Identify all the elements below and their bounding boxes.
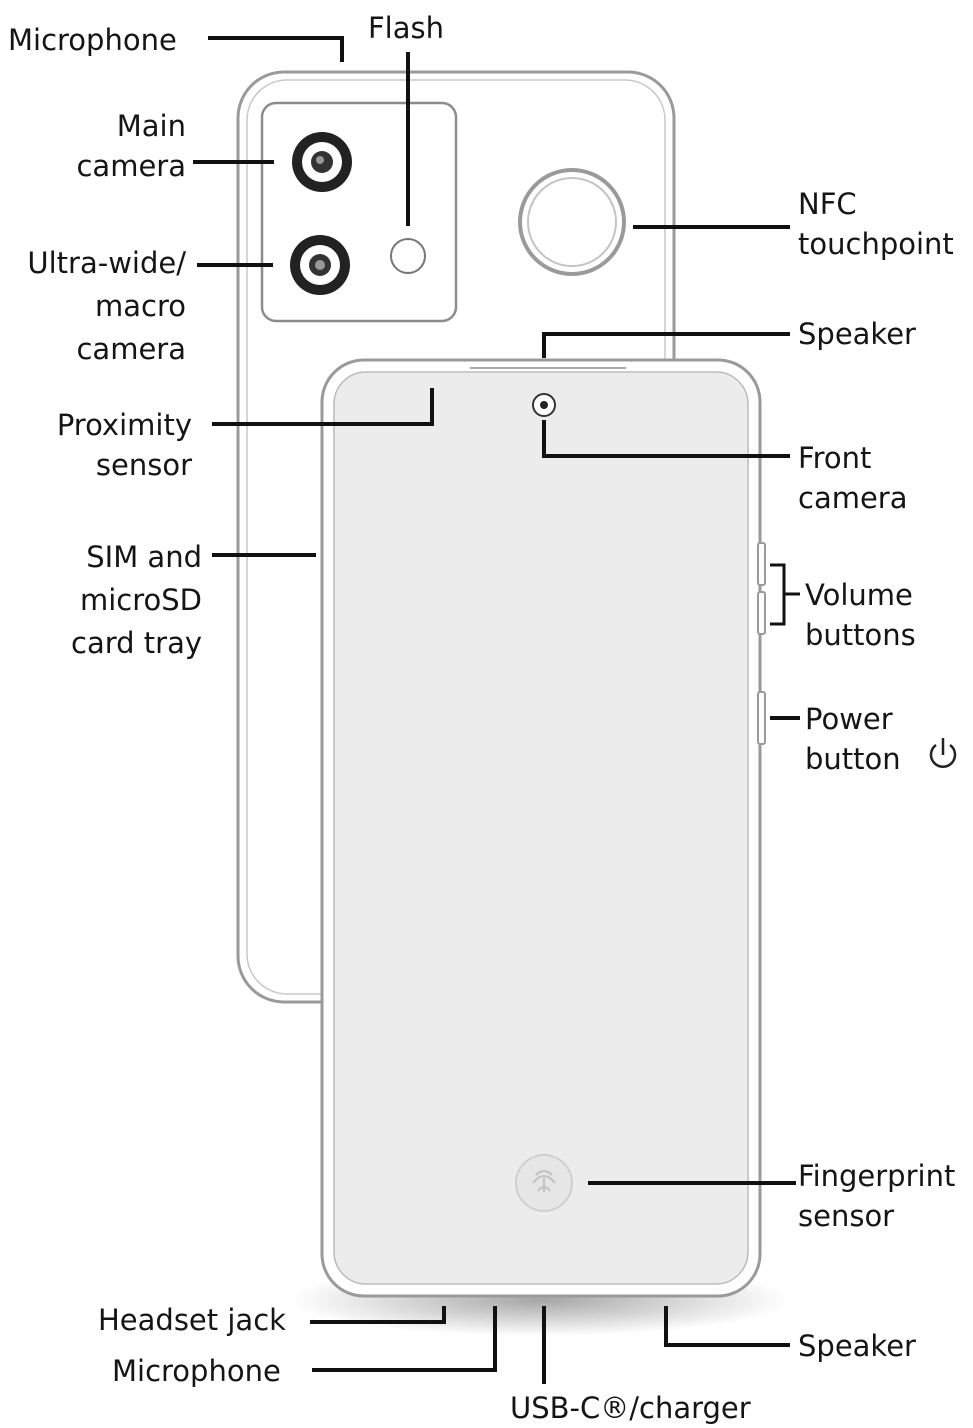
volume-button-hardware [757, 542, 766, 635]
leader-speaker-bottom [664, 1306, 790, 1347]
camera-module [260, 101, 458, 323]
leader-microphone-top [208, 36, 344, 62]
flash-led [390, 238, 426, 274]
phone-screen [333, 371, 749, 1285]
main-camera-lens [292, 132, 352, 192]
front-camera-lens [532, 393, 556, 417]
label-microphone-bottom: Microphone [112, 1354, 281, 1388]
leader-headset-jack [310, 1306, 446, 1324]
power-symbol-icon [929, 738, 957, 768]
power-button-hardware [757, 691, 766, 745]
nfc-ring [518, 168, 626, 276]
fingerprint-icon [515, 1154, 573, 1212]
ultra-wide-camera-lens [290, 235, 350, 295]
leader-lines [193, 36, 800, 1384]
leader-proximity [212, 388, 434, 426]
phone-front [320, 358, 762, 1298]
label-speaker-bottom: Speaker [798, 1329, 916, 1363]
label-speaker-top: Speaker [798, 317, 916, 351]
label-usb-c-charger: USB-C®/charger [510, 1391, 751, 1425]
label-flash: Flash [368, 11, 444, 45]
leader-speaker-top [542, 332, 790, 358]
leader-microphone-bottom [312, 1306, 497, 1372]
leader-front-camera [542, 420, 790, 458]
label-headset-jack: Headset jack [98, 1303, 286, 1337]
leader-volume-bracket [770, 563, 786, 626]
label-microphone-top: Microphone [8, 23, 177, 57]
